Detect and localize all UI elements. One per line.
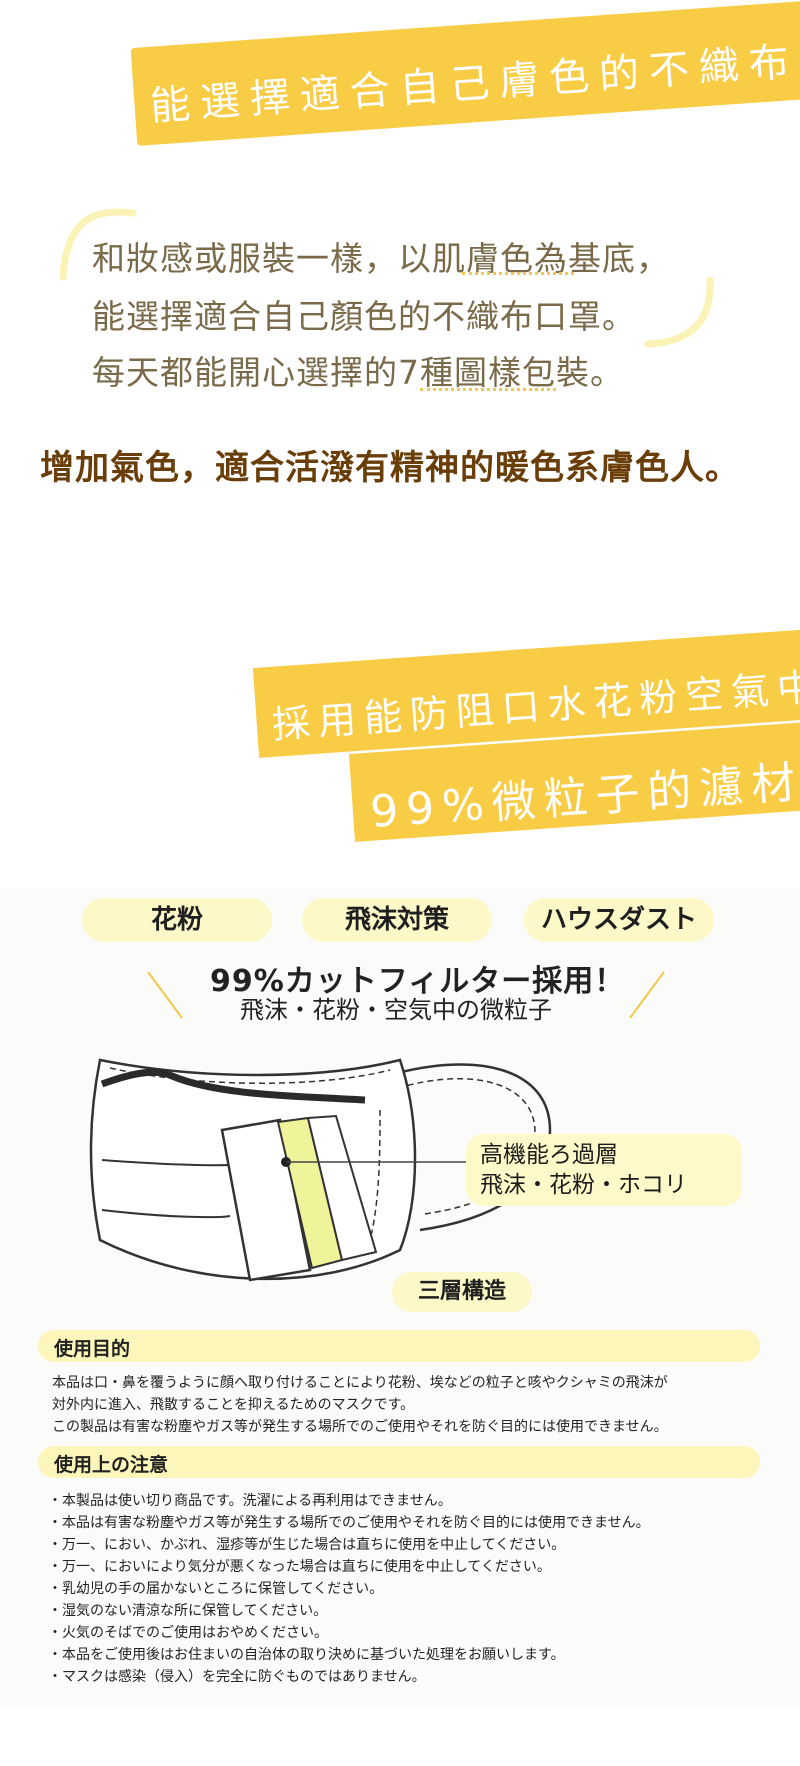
cautions-title: 使用上の注意 [54,1454,169,1476]
sparkle-left-icon [147,971,183,1019]
purpose-line-1: 本品は口・鼻を覆うように顔へ取り付けることにより花粉、埃などの粒子と咳やクシャミ… [52,1375,668,1391]
caution-item: ・湿気のない清涼な所に保管してください。 [48,1603,328,1619]
quote-line-2: 能選擇適合自己顏色的不織布口罩。 [92,297,636,336]
filter-layer-items: 飛沫・花粉・ホコリ [480,1172,687,1198]
pill-droplet: 飛沫対策 [302,898,492,942]
caution-item: ・本品は有害な粉塵やガス等が発生する場所でのご使用やそれを防ぐ目的には使用できま… [48,1515,650,1531]
purpose-title: 使用目的 [54,1338,131,1360]
pill-house-dust: ハウスダスト [524,898,714,942]
caution-item: ・火気のそばでのご使用はおやめください。 [48,1625,328,1641]
filter-title: 99%カットフィルター採用！ [210,964,626,999]
caution-item: ・本品をご使用後はお住まいの自治体の取り決めに基づいた処理をお願いします。 [48,1647,565,1663]
headline: 增加氣色，適合活潑有精神的暖色系膚色人。 [40,448,740,488]
purpose-header-bar [38,1330,760,1362]
filter-subtitle: 飛沫・花粉・空気中の微粒子 [240,996,552,1024]
caution-item: ・本製品は使い切り商品です。洗濯による再利用はできません。 [48,1493,452,1509]
three-layer-label: 三層構造 [392,1272,532,1312]
pill-pollen: 花粉 [82,898,272,942]
purpose-line-3: この製品は有害な粉塵やガス等が発生する場所でのご使用やそれを防ぐ目的には使用でき… [52,1419,668,1435]
caution-item: ・万一、においにより気分が悪くなった場合は直ちに使用を中止してください。 [48,1559,551,1575]
filter-layer-label: 高機能ろ過層 飛沫・花粉・ホコリ [466,1134,742,1206]
sparkle-right-icon [629,971,665,1019]
quote-underline-3 [420,388,556,391]
caution-item: ・万一、におい、かぶれ、湿疹等が生じた場合は直ちに使用を中止してください。 [48,1537,566,1553]
caution-item: ・乳幼児の手の届かないところに保管してください。 [48,1581,384,1597]
purpose-line-2: 対外内に進入、飛散することを抑えるためのマスクです。 [52,1397,415,1413]
caution-item: ・マスクは感染（侵入）を完全に防ぐものではありません。 [48,1669,426,1685]
filter-layer-title: 高機能ろ過層 [480,1142,618,1168]
quote-close-bracket [644,276,714,348]
quote-open-bracket [59,208,137,281]
quote-underline-1 [462,272,574,275]
cautions-header-bar [38,1446,760,1478]
quote-line-1: 和妝感或服裝一樣，以肌膚色為基底， [92,239,670,278]
mask-illustration [89,1058,552,1282]
quote-line-3: 每天都能開心選擇的7種圖樣包裝。 [92,353,624,392]
